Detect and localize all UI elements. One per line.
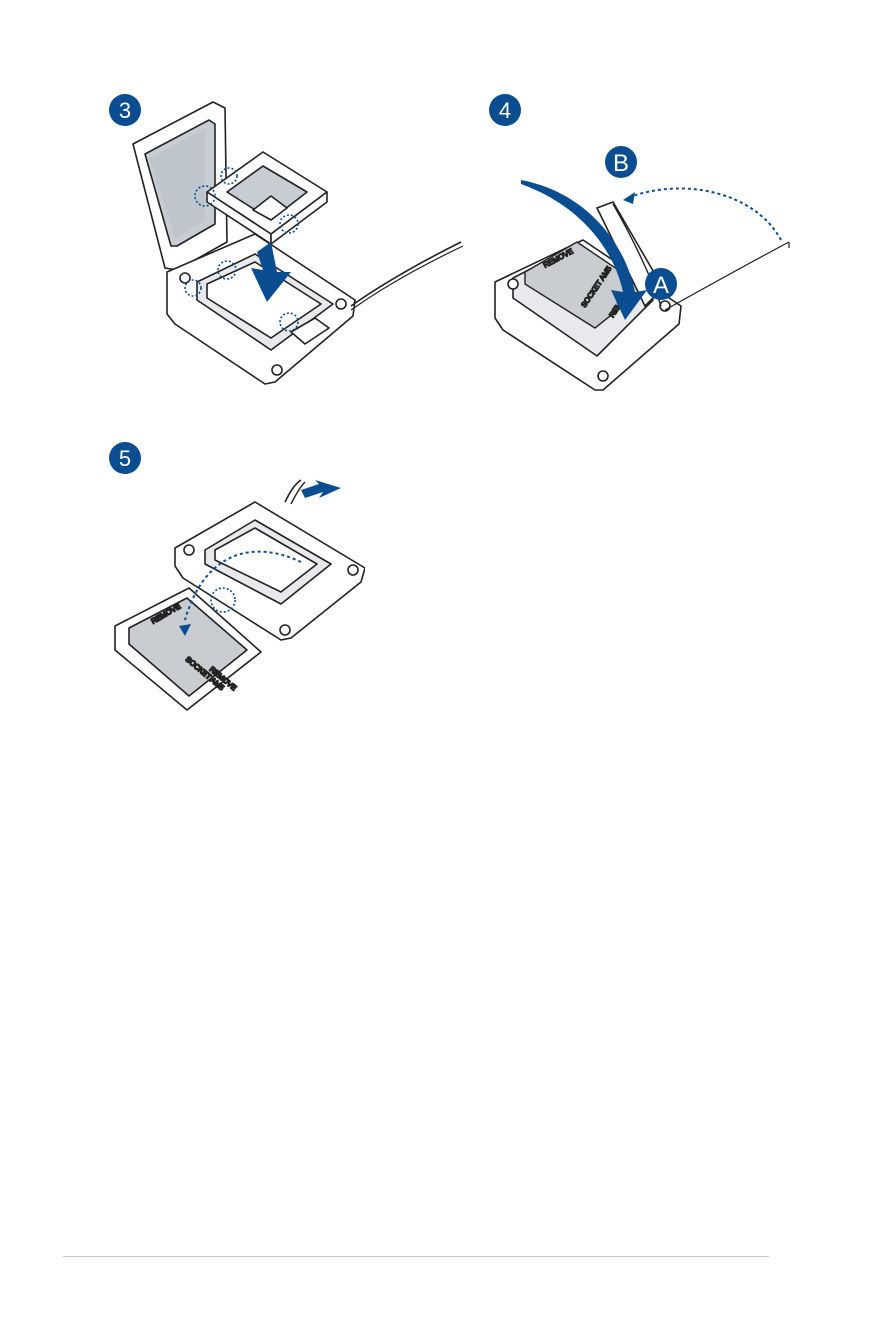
footer-rule — [63, 1256, 769, 1257]
socket-lever — [351, 242, 461, 306]
step-4-number: 4 — [499, 98, 511, 123]
step-3-number: 3 — [119, 98, 131, 123]
arrow-b-dotted — [633, 188, 781, 240]
step-3-illustration: 3 — [105, 92, 475, 392]
push-arrow — [301, 480, 341, 498]
load-plate-open — [133, 102, 227, 270]
callout-b-label: B — [613, 150, 629, 177]
step-5-illustration: 5 REMOVE SOCKET AM5 REMOVE — [105, 440, 365, 720]
socket-lever-raised — [665, 242, 789, 310]
step-3-badge: 3 — [109, 94, 141, 126]
step-5-number: 5 — [119, 446, 131, 471]
step-5-badge: 5 — [109, 442, 141, 474]
callout-a-label: A — [653, 272, 669, 299]
step-4-illustration: 4 REMOVE SOCKET AM5 REMOVE — [485, 92, 805, 392]
callout-b: B — [605, 146, 637, 178]
step-5-svg: 5 REMOVE SOCKET AM5 REMOVE — [105, 440, 365, 720]
callout-a: A — [645, 268, 677, 300]
step-4-svg: 4 REMOVE SOCKET AM5 REMOVE — [485, 92, 805, 392]
step-4-badge: 4 — [489, 94, 521, 126]
step-3-svg: 3 — [105, 92, 475, 392]
